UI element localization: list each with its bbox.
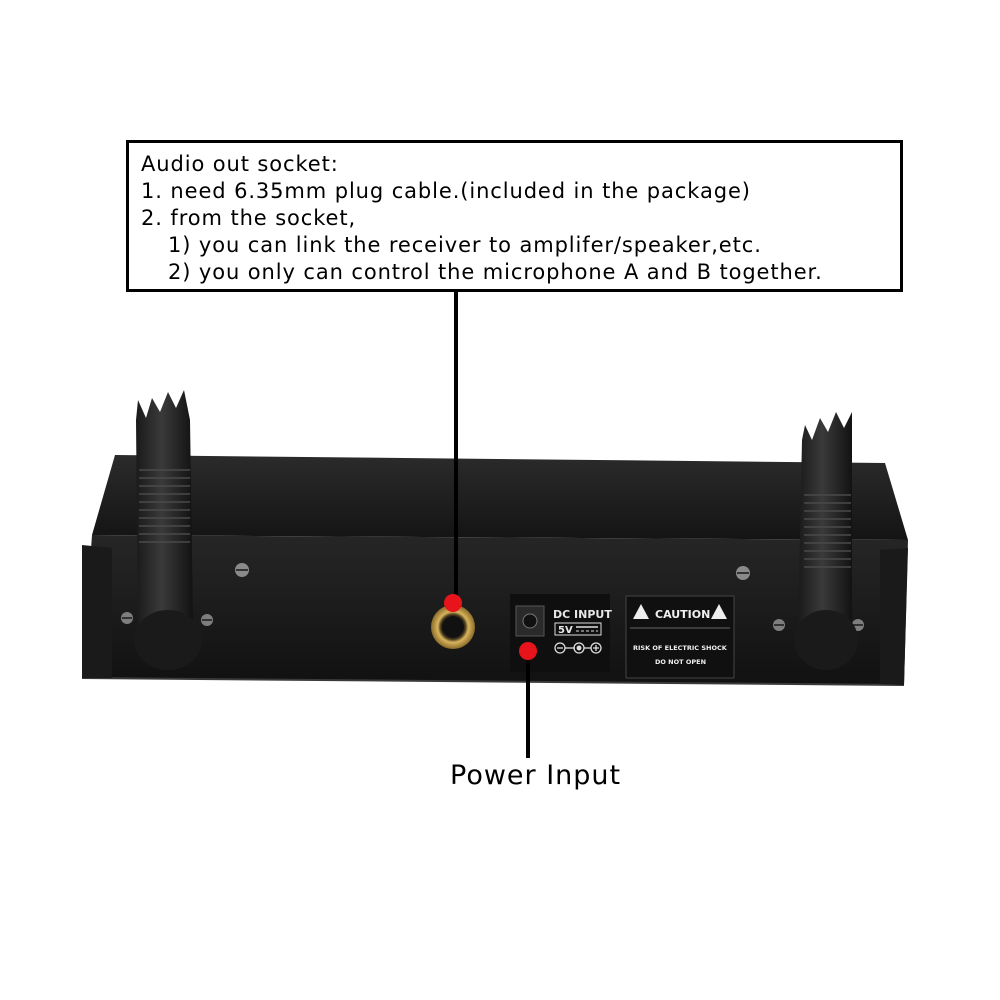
screw-icon <box>736 566 750 580</box>
chassis-rear-face <box>82 535 908 685</box>
dc-input-panel: DC INPUT 5V <box>510 594 612 672</box>
do-not-open-text: DO NOT OPEN <box>655 658 706 666</box>
callout-line: 2. from the socket, <box>141 206 357 230</box>
warning-icon <box>711 604 727 619</box>
power-input-marker <box>519 642 537 660</box>
callout-line: 1. need 6.35mm plug cable.(included in t… <box>141 179 751 203</box>
callout-line: 2) you only can control the microphone A… <box>168 260 823 284</box>
screw-icon <box>773 619 785 631</box>
screw-icon <box>121 612 133 624</box>
screw-icon <box>235 563 249 577</box>
audio-out-marker <box>444 594 462 612</box>
chassis-top <box>92 455 908 540</box>
chassis-edge <box>81 677 905 686</box>
callout-line: 1) you can link the receiver to amplifer… <box>168 233 762 257</box>
caution-label: CAUTION RISK OF ELECTRIC SHOCK DO NOT OP… <box>625 595 735 679</box>
chassis-flange-left <box>82 545 112 678</box>
antenna-right <box>794 412 858 670</box>
power-input-label: Power Input <box>450 760 622 791</box>
risk-text: RISK OF ELECTRIC SHOCK <box>633 644 728 652</box>
audio-out-callout: Audio out socket: 1. need 6.35mm plug ca… <box>126 140 903 292</box>
screw-icon <box>201 614 213 626</box>
voltage-label: 5V <box>558 625 573 636</box>
dc-input-label: DC INPUT <box>553 608 612 621</box>
audio-out-jack <box>431 605 475 649</box>
callout-line: Audio out socket: <box>141 152 339 176</box>
polarity-icon <box>554 642 602 654</box>
warning-icon <box>633 604 649 619</box>
chassis-flange-right <box>880 548 908 685</box>
caution-text: CAUTION <box>655 608 710 621</box>
antenna-left <box>134 390 202 670</box>
